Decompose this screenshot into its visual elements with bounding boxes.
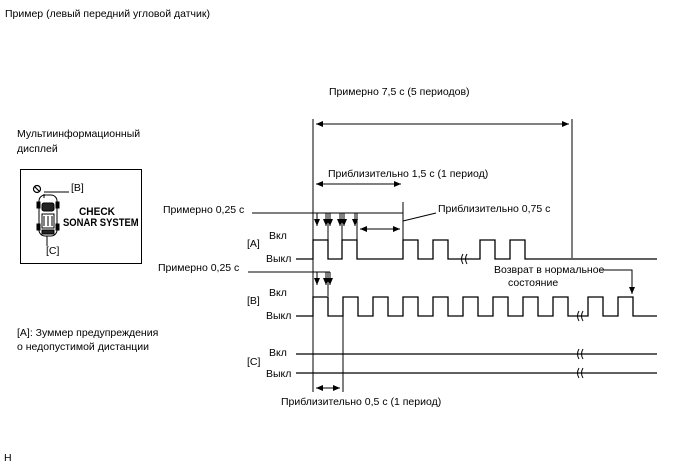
period-b-label: Приблизительно 0,5 с (1 период)	[281, 396, 442, 408]
display-leaders	[43, 191, 69, 246]
on-time-b-label: Примерно 0,25 с	[158, 262, 240, 274]
on-time-a-dimension	[252, 212, 403, 240]
signal-a-waveform	[296, 239, 657, 260]
off-time-a-dimension	[360, 212, 437, 232]
on-time-a-label: Примерно 0,25 с	[163, 204, 245, 216]
total-duration-label: Примерно 7,5 с (5 периодов)	[329, 86, 470, 98]
legend-line2: о недопустимой дистанции	[17, 341, 150, 353]
signal-a-on: Вкл	[269, 230, 287, 242]
total-duration-dimension	[312, 119, 573, 262]
legend-line1: [A]: Зуммер предупреждения	[17, 327, 159, 339]
signal-b-break-icon	[577, 310, 584, 322]
display-label-line2: дисплей	[17, 143, 58, 155]
signal-c-off: Выкл	[266, 368, 292, 380]
off-time-a-label: Приблизительно 0,75 с	[438, 203, 551, 215]
signal-c-on: Вкл	[269, 347, 287, 359]
car-top-view-icon	[36, 194, 60, 237]
signal-b-off: Выкл	[266, 310, 292, 322]
display-marker-c: [C]	[46, 245, 60, 257]
signal-a-id: [A]	[247, 238, 260, 250]
display-marker-b: [B]	[71, 182, 84, 194]
signal-a-off: Выкл	[266, 253, 292, 265]
signal-c-break-icon	[577, 348, 584, 379]
return-normal-leader	[600, 269, 633, 292]
page-title: Пример (левый передний угловой датчик)	[5, 8, 210, 20]
return-normal-line2: состояние	[508, 277, 559, 289]
signal-b-on: Вкл	[269, 287, 287, 299]
check-text: CHECK	[79, 206, 115, 218]
signal-a-break-icon	[461, 253, 468, 265]
return-normal-line1: Возврат в нормальное	[494, 264, 605, 276]
footer-code: H	[4, 452, 12, 464]
sonar-system-text: SONAR SYSTEM	[63, 217, 139, 229]
signal-b-waveform	[296, 296, 657, 317]
period-a-dimension	[316, 181, 404, 240]
signal-c-id: [C]	[247, 356, 261, 368]
display-label-line1: Мультиинформационный	[17, 128, 141, 140]
multi-display-panel	[20, 169, 142, 264]
on-time-b-dimension	[248, 271, 333, 296]
signal-b-id: [B]	[247, 295, 260, 307]
sensor-indicator-icon	[32, 184, 42, 194]
period-a-label: Приблизительно 1,5 с (1 период)	[328, 168, 489, 180]
period-b-dimension	[312, 262, 344, 392]
